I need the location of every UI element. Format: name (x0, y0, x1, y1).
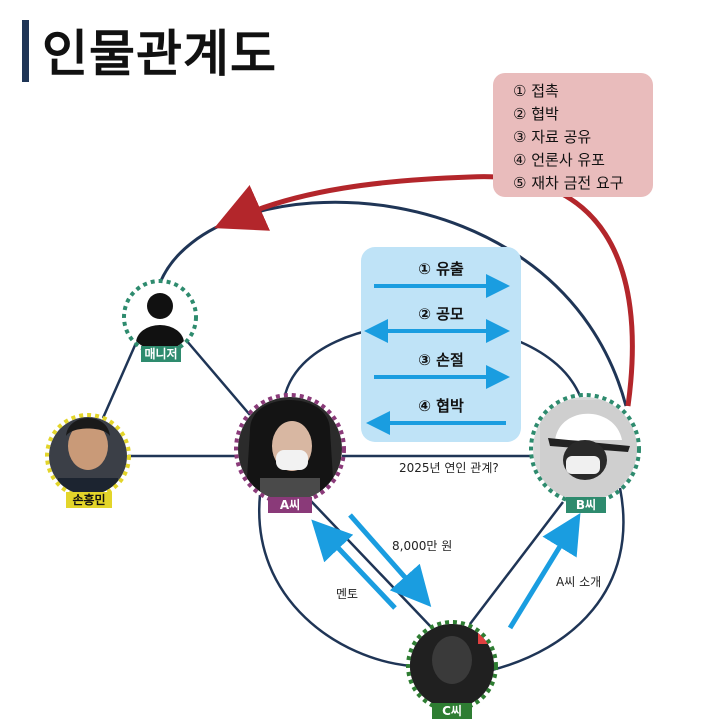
manager-tag: 매니저 (141, 346, 181, 362)
manager-silhouette (136, 293, 184, 351)
legend-item: ③ 자료 공유 (513, 128, 592, 146)
flow-label: ② 공모 (418, 305, 464, 323)
son-tag: 손흥민 (66, 492, 112, 508)
money-label: 8,000만 원 (392, 539, 453, 553)
b-ring (529, 393, 641, 505)
edge-manager-a (185, 339, 251, 416)
intro-label: A씨 소개 (556, 575, 602, 589)
page-title: 인물관계도 (42, 25, 277, 83)
relationship-label: 2025년 연인 관계? (399, 461, 499, 475)
a-tag: A씨 (268, 497, 312, 513)
edge-a-c-straight (309, 499, 433, 629)
title-accent-bar (22, 20, 29, 82)
red-arrow (214, 174, 635, 407)
edge-manager-b (158, 200, 628, 407)
son-photo (58, 418, 118, 495)
c-ring (406, 620, 498, 712)
edge-b-c-arc (491, 487, 625, 672)
flow-label: ① 유출 (418, 260, 464, 278)
c-photo (410, 624, 494, 708)
flow-label: ④ 협박 (418, 397, 464, 415)
arrow-mentor (311, 519, 397, 610)
a-ring (234, 393, 346, 505)
edge-a-c-arc (258, 494, 413, 668)
legend-item: ① 접촉 (513, 82, 559, 100)
b-photo (540, 400, 637, 500)
legend-item: ④ 언론사 유포 (513, 151, 605, 169)
b-tag: B씨 (566, 497, 606, 513)
flow-label: ③ 손절 (418, 351, 464, 369)
legend-item: ② 협박 (513, 105, 559, 123)
a-photo (245, 400, 335, 501)
arrow-intro (507, 512, 581, 630)
edge-manager-son (101, 342, 138, 419)
c-tag: C씨 (432, 703, 472, 719)
legend-item: ⑤ 재차 금전 요구 (513, 174, 624, 192)
legend-box (493, 73, 653, 197)
arrow-money (348, 513, 432, 607)
mentor-label: 멘토 (336, 587, 359, 601)
